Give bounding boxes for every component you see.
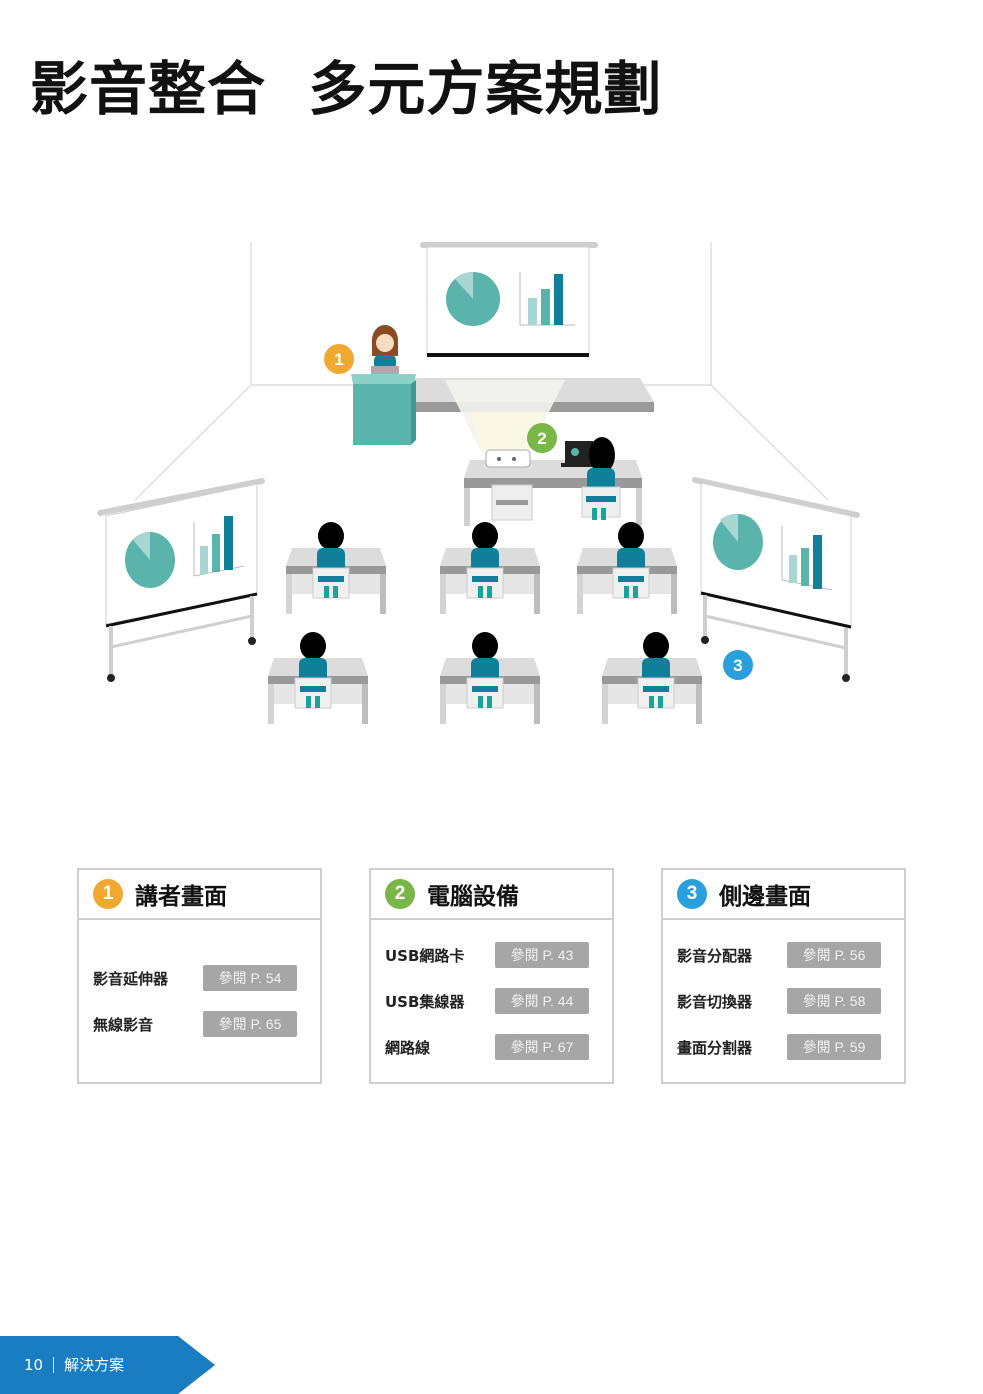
number-badge: 3 (677, 879, 707, 909)
page-ref-link[interactable]: 參閱 P. 44 (495, 988, 589, 1014)
svg-text:1: 1 (334, 350, 343, 369)
number-badge: 1 (93, 879, 123, 909)
card-header: 3 側邊畫面 (663, 870, 904, 920)
footer-tab (0, 1336, 215, 1394)
list-item: 影音切換器 參閱 P. 58 (677, 982, 904, 1020)
page-ref-link[interactable]: 參閱 P. 43 (495, 942, 589, 968)
student (581, 437, 621, 520)
card-header: 2 電腦設備 (371, 870, 612, 920)
page-ref-link[interactable]: 參閱 P. 56 (787, 942, 881, 968)
podium (351, 374, 416, 445)
number-badge: 2 (385, 879, 415, 909)
computer-desk (464, 437, 642, 526)
laptop (561, 441, 597, 467)
list-item: 畫面分割器 參閱 P. 59 (677, 1028, 904, 1066)
page-number: 10 (24, 1355, 44, 1374)
student-desk-row-2 (268, 631, 702, 724)
page-ref-link[interactable]: 參閱 P. 54 (203, 965, 297, 991)
item-label: USB集線器 (385, 992, 465, 1011)
classroom-illustration: 1 2 3 (97, 242, 860, 724)
item-label: USB網路卡 (385, 946, 465, 965)
list-item: 影音延伸器 參閱 P. 54 (93, 959, 320, 997)
page-title: 影音整合 多元方案規劃 (30, 55, 663, 123)
page-ref-link[interactable]: 參閱 P. 65 (203, 1011, 297, 1037)
card-side-screens: 3 側邊畫面 影音分配器 參閱 P. 56 影音切換器 參閱 P. 58 畫面分… (661, 868, 906, 1084)
marker-1-icon: 1 (324, 344, 354, 374)
item-label: 畫面分割器 (677, 1038, 753, 1057)
presenter (372, 325, 398, 369)
list-item: 無線影音 參閱 P. 65 (93, 1005, 320, 1043)
card-computer-equipment: 2 電腦設備 USB網路卡 參閱 P. 43 USB集線器 參閱 P. 44 網… (369, 868, 614, 1084)
list-item: 網路線 參閱 P. 67 (385, 1028, 612, 1066)
item-label: 影音切換器 (677, 992, 753, 1011)
student-desk-row-1 (286, 521, 677, 614)
page-ref-link[interactable]: 參閱 P. 67 (495, 1034, 589, 1060)
svg-text:3: 3 (733, 656, 742, 675)
card-title: 側邊畫面 (719, 884, 811, 910)
item-label: 影音分配器 (677, 946, 753, 965)
card-header: 1 講者畫面 (79, 870, 320, 920)
card-presenter-screen: 1 講者畫面 影音延伸器 參閱 P. 54 無線影音 參閱 P. 65 (77, 868, 322, 1084)
item-label: 影音延伸器 (93, 969, 169, 988)
left-side-screen (97, 478, 265, 682)
item-label: 無線影音 (93, 1015, 154, 1034)
footer-divider (53, 1356, 55, 1373)
marker-3-icon: 3 (723, 650, 753, 680)
list-item: USB集線器 參閱 P. 44 (385, 982, 612, 1020)
footer-label: 10 解決方案 (24, 1354, 124, 1375)
projector-device (485, 449, 531, 468)
card-title: 電腦設備 (427, 884, 519, 910)
page-ref-link[interactable]: 參閱 P. 59 (787, 1034, 881, 1060)
right-side-screen (692, 477, 860, 682)
page-ref-link[interactable]: 參閱 P. 58 (787, 988, 881, 1014)
card-title: 講者畫面 (135, 884, 227, 910)
marker-2-icon: 2 (527, 423, 557, 453)
bar-chart-icon (519, 272, 575, 326)
svg-text:2: 2 (537, 429, 546, 448)
section-name: 解決方案 (64, 1356, 125, 1374)
front-screen (420, 242, 598, 357)
item-label: 網路線 (385, 1038, 431, 1057)
list-item: USB網路卡 參閱 P. 43 (385, 936, 612, 974)
list-item: 影音分配器 參閱 P. 56 (677, 936, 904, 974)
